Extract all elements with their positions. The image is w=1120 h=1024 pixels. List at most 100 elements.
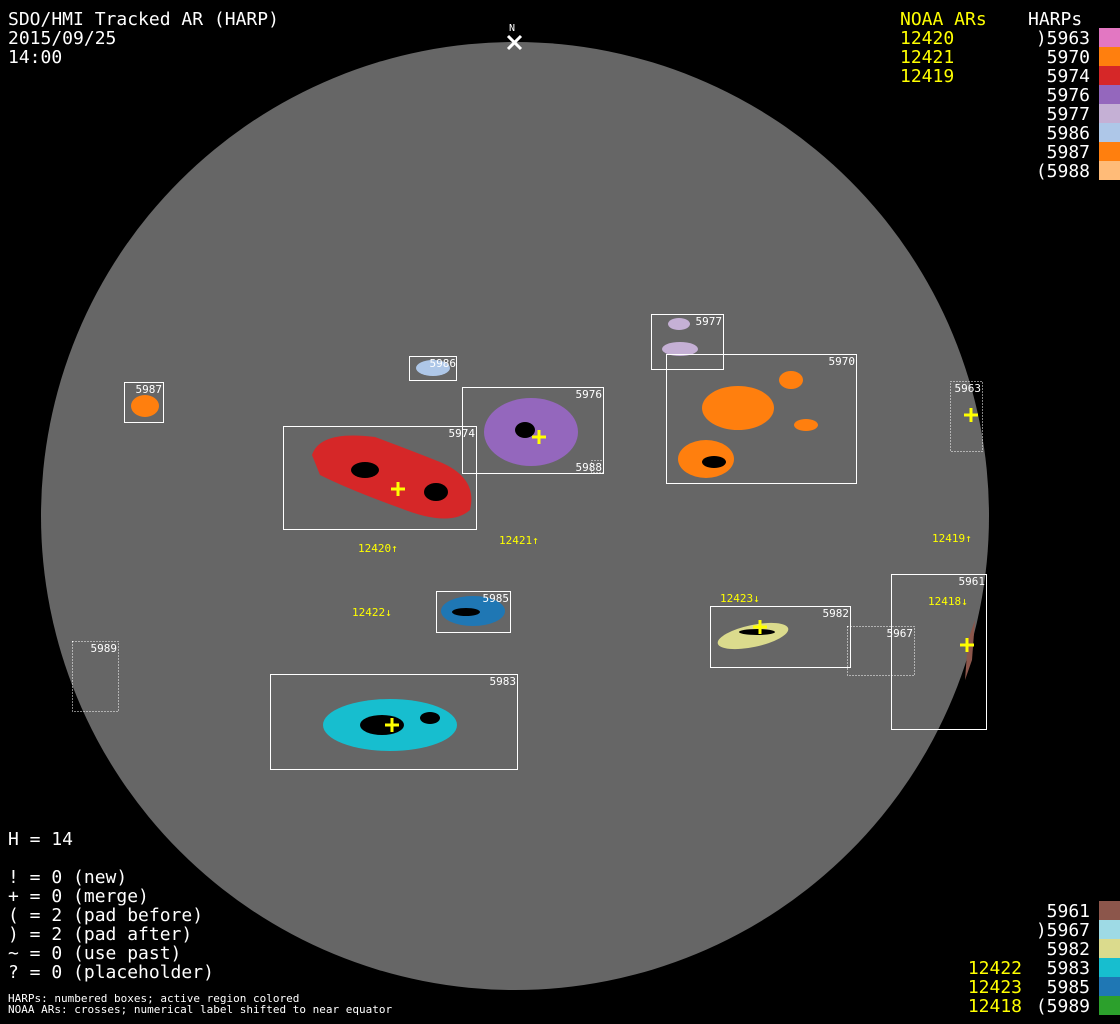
harp-color-swatch [1099,123,1120,142]
harp-color-swatch [1099,104,1120,123]
harp-box-5963 [950,381,983,452]
harp-label: 5977 [696,315,723,328]
harp-color-swatch [1099,996,1120,1015]
harp-box-5987 [124,382,164,423]
cross-icon [532,430,546,444]
active-regions [131,318,975,751]
region-5970c [779,371,803,389]
region-5987 [131,395,159,417]
stat-line: ( = 2 (pad before) [8,905,204,926]
harp-label: 5974 [449,427,476,440]
harps-header: HARPs [1028,9,1083,30]
harp-box-5989 [72,641,119,712]
cross-icon [960,638,974,652]
stat-line: + = 0 (merge) [8,886,149,907]
harp-color-swatch [1099,85,1120,104]
harp-entry: 5985 [1046,977,1090,998]
harp-entry: 5970 [1046,47,1090,68]
harp-label: 5976 [576,388,603,401]
stat-line: ) = 2 (pad after) [8,924,193,945]
noaa-label: 12421↑ [499,534,539,547]
harp-color-swatch [1099,977,1120,996]
harp-entry: 5982 [1046,939,1090,960]
region-5986 [416,360,450,376]
noaa-entry: 12421 [900,47,955,68]
harp-count: H = 14 [8,829,74,850]
region-5977b [662,342,698,356]
harp-entry: (5989 [1035,996,1090,1017]
harp-entry: )5963 [1035,28,1090,49]
sunspots [351,422,775,735]
harp-color-swatch [1099,901,1120,920]
harp-box-5985 [436,591,511,633]
harp-label: 5961 [959,575,986,588]
harp-box-5961 [891,574,987,730]
harp-entry: 5976 [1046,85,1090,106]
region-5961 [965,620,975,680]
harp-entry: 5987 [1046,142,1090,163]
harp-color-swatch [1099,28,1120,47]
harp-box-5983 [270,674,518,770]
harp-label: 5989 [91,642,118,655]
noaa-label: 12419↑ [932,532,972,545]
harp-label: 5985 [483,592,510,605]
harp-label: 5963 [955,382,982,395]
harp-box-5982 [710,606,851,668]
title: SDO/HMI Tracked AR (HARP) [8,9,279,30]
harp-entry: )5967 [1035,920,1090,941]
harp-label: 5988 [576,461,603,474]
cross-icon [964,408,978,422]
harp-box-5986 [409,356,457,381]
region-5977 [668,318,690,330]
harp-box-5967 [847,626,915,676]
noaa-entry: 12423 [967,977,1022,998]
harp-entry: 5977 [1046,104,1090,125]
cross-icon [753,620,767,634]
north-label: N [509,23,515,34]
harp-color-swatch [1099,47,1120,66]
harp-label: 5983 [490,675,517,688]
noaa-crosses [385,408,978,732]
footnote: NOAA ARs: crosses; numerical label shift… [8,1003,393,1016]
cross-icon [391,482,405,496]
harp-color-swatch [1099,161,1120,180]
footnote: HARPs: numbered boxes; active region col… [8,992,300,1005]
noaa-header: NOAA ARs [900,9,987,30]
harp-entry: 5986 [1046,123,1090,144]
harp-label: 5982 [823,607,850,620]
harp-box-5976 [462,387,604,474]
harp-color-swatch [1099,142,1120,161]
stat-line: ? = 0 (placeholder) [8,962,214,983]
noaa-label: 12422↓ [352,606,392,619]
region-5970d [794,419,818,431]
harp-color-swatch [1099,66,1120,85]
date: 2015/09/25 [8,28,117,49]
harp-box-5974 [283,426,477,530]
harp-label: 5986 [430,357,457,370]
harp-entry: (5988 [1035,161,1090,182]
noaa-label: 12420↑ [358,542,398,555]
region-5982 [717,622,789,650]
harp-color-swatch [1099,939,1120,958]
stat-line: ~ = 0 (use past) [8,943,182,964]
harp-entry: 5961 [1046,901,1090,922]
harp-box-5988 [591,460,604,473]
north-marker-icon [506,34,523,51]
noaa-entry: 12418 [967,996,1022,1017]
region-5970a [702,386,774,430]
time: 14:00 [8,47,63,68]
harp-entry: 5983 [1046,958,1090,979]
harp-color-swatch [1099,920,1120,939]
harp-color-swatch [1099,958,1120,977]
stat-line: ! = 0 (new) [8,867,128,888]
harp-label: 5987 [136,383,163,396]
cross-icon [385,718,399,732]
harp-entry: 5974 [1046,66,1090,87]
noaa-entry: 12419 [900,66,955,87]
harp-label: 5967 [887,627,914,640]
noaa-label: 12418↓ [928,595,968,608]
noaa-entry: 12420 [900,28,955,49]
noaa-label: 12423↓ [720,592,760,605]
harp-box-5970 [666,354,857,484]
